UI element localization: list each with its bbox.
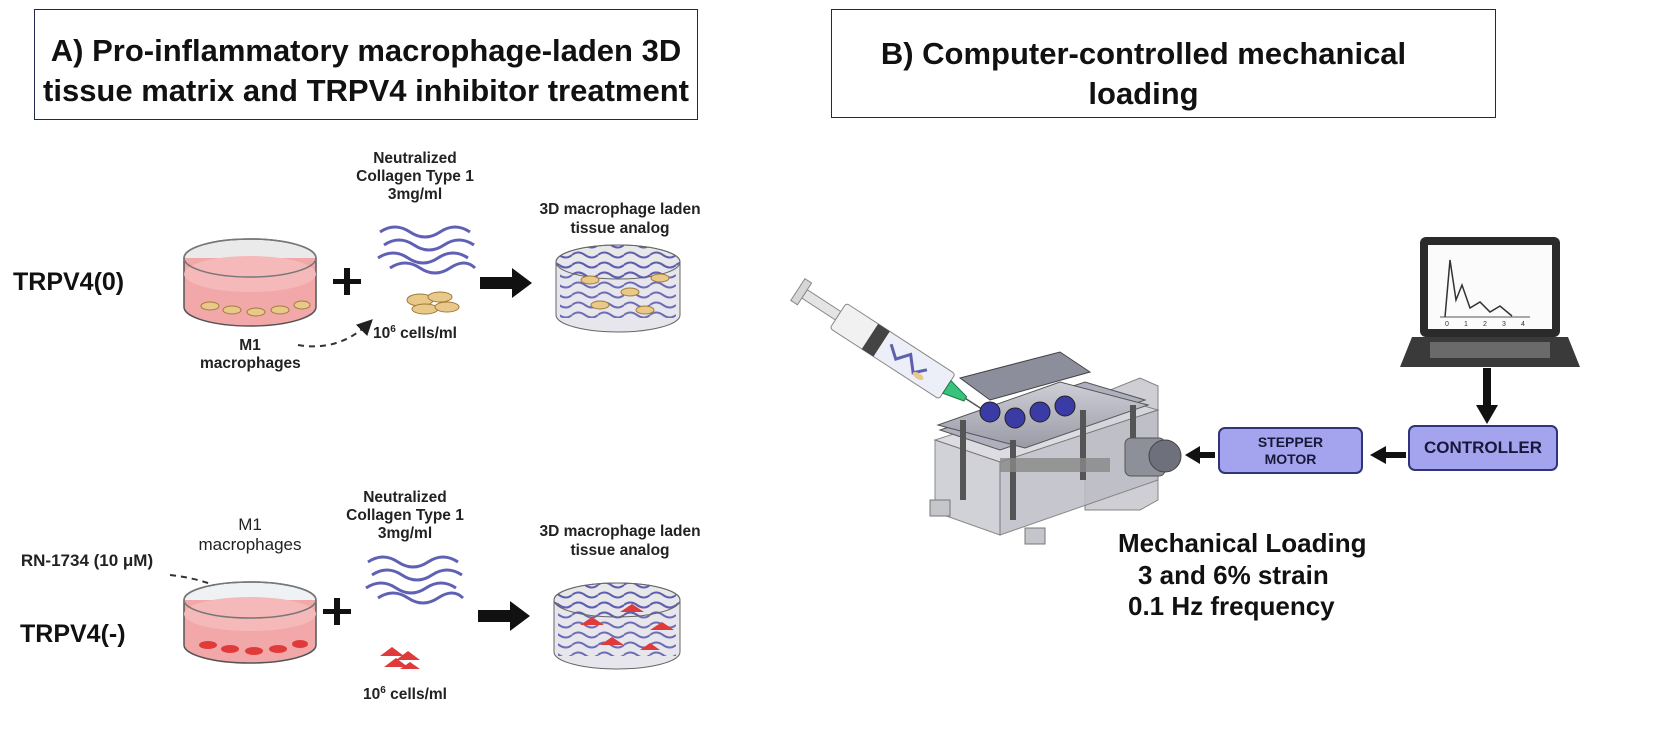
graph-tick-labels: 0 1 2 3 4 — [1445, 321, 1525, 328]
panel-b-title-box — [831, 9, 1496, 118]
stepper-motor-box: STEPPER MOTOR — [1218, 427, 1363, 474]
graph-tick: 2 — [1483, 321, 1487, 328]
laptop-icon — [1400, 237, 1580, 367]
graph-tick: 3 — [1502, 321, 1506, 328]
inhibitor-label: RN-1734 (10 μM) — [20, 551, 154, 570]
controller-box: CONTROLLER — [1408, 425, 1558, 471]
cell-density-exponent: 6 — [380, 685, 386, 696]
graph-tick: 0 — [1445, 321, 1449, 328]
collagen-label-line1: Neutralized — [373, 150, 457, 167]
cell-icon — [406, 291, 460, 315]
collagen-label-line1: Neutralized — [363, 489, 447, 506]
panel-a-title-line1: A) Pro-inflammatory macrophage-laden 3D — [50, 33, 682, 68]
cell-density-unit: cells/ml — [395, 325, 457, 343]
row-label-trpv4-0: TRPV4(0) — [13, 268, 125, 296]
mechanical-loading-line1: Mechanical Loading — [1118, 528, 1367, 558]
tissue-analog-icon — [555, 244, 681, 333]
loading-device-icon — [929, 351, 1182, 545]
cell-density-label: 106 cells/ml — [350, 682, 460, 704]
petri-dish-icon — [183, 238, 317, 327]
arrow-icon — [1185, 446, 1215, 464]
collagen-fiber-icon — [365, 555, 465, 605]
panel-a-title-line2: tissue matrix and TRPV4 inhibitor treatm… — [43, 73, 689, 108]
syringe-icon — [790, 277, 986, 412]
arrow-icon — [480, 268, 532, 298]
cell-density-base: 10 — [373, 325, 391, 343]
macrophage-label-line2: macrophages — [198, 535, 302, 554]
cell-density-unit: cells/ml — [385, 686, 447, 704]
panel-a-title-box — [34, 9, 698, 120]
row-label-trpv4-minus: TRPV4(-) — [20, 620, 126, 648]
arrow-icon — [1370, 446, 1406, 464]
petri-dish-icon — [183, 581, 317, 664]
collagen-fiber-icon — [377, 225, 477, 275]
cell-density-label: 106 cells/ml — [360, 321, 470, 343]
tissue-label-line2: tissue analog — [570, 220, 670, 237]
plus-sign — [333, 268, 361, 295]
plus-sign — [323, 598, 351, 625]
graph-tick: 1 — [1464, 321, 1468, 328]
collagen-label-line2: Collagen Type 1 — [356, 168, 474, 185]
collagen-label-line3: 3mg/ml — [377, 525, 433, 542]
macrophage-label-line1: M1 — [238, 515, 262, 534]
collagen-label-line2: Collagen Type 1 — [346, 507, 464, 524]
tissue-label-line2: tissue analog — [570, 542, 670, 559]
macrophage-label-line1: M1 — [239, 337, 261, 354]
cell-icon — [380, 647, 420, 669]
graph-tick: 4 — [1521, 321, 1525, 328]
macrophage-label-line2: macrophages — [200, 355, 301, 372]
stepper-label-line1: STEPPER — [1257, 433, 1324, 450]
cell-density-base: 10 — [363, 686, 381, 704]
tissue-label-line1: 3D macrophage laden — [539, 523, 701, 540]
stepper-label-line2: MOTOR — [1264, 450, 1317, 467]
panel-b-title: B) Computer-controlled mechanical loadin… — [880, 36, 1407, 111]
dashed-arrow — [297, 319, 373, 348]
tissue-label-line1: 3D macrophage laden — [539, 201, 701, 218]
mechanical-loading-line3: 0.1 Hz frequency — [1128, 591, 1335, 621]
arrow-icon — [1476, 368, 1498, 424]
tissue-analog-icon — [553, 582, 681, 670]
mechanical-loading-line2: 3 and 6% strain — [1138, 560, 1329, 590]
cell-density-exponent: 6 — [390, 324, 396, 335]
arrow-icon — [478, 601, 530, 631]
collagen-label-line3: 3mg/ml — [387, 186, 443, 203]
